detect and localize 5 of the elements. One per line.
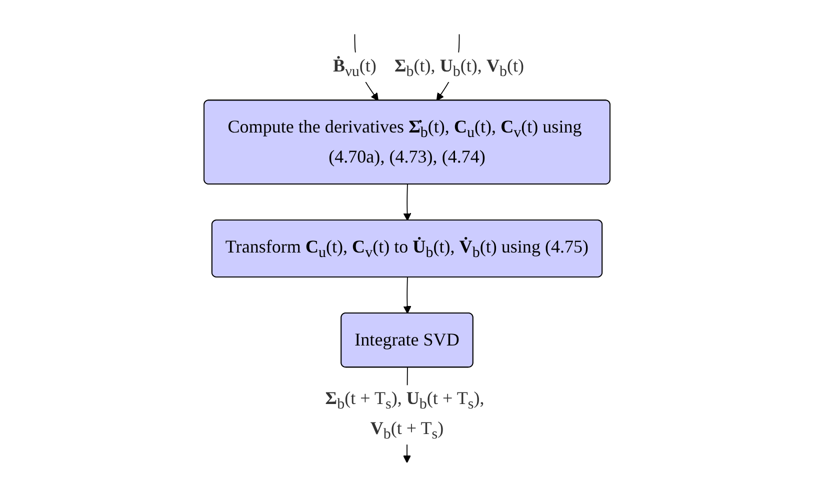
edge-label: Ḃ$_{νu}$(t)	[333, 56, 376, 80]
arrow	[403, 184, 412, 221]
arrow	[403, 276, 412, 314]
edge-label: Σ$_{b}$(t), U$_{b}$(t), V$_{b}$(t)	[394, 56, 524, 80]
edge-label: Σ$_{b}$(t + T$_{s}$), U$_{b}$(t + T$_{s}$), V$_{b}$(t + T$_{s}$)	[325, 388, 484, 442]
